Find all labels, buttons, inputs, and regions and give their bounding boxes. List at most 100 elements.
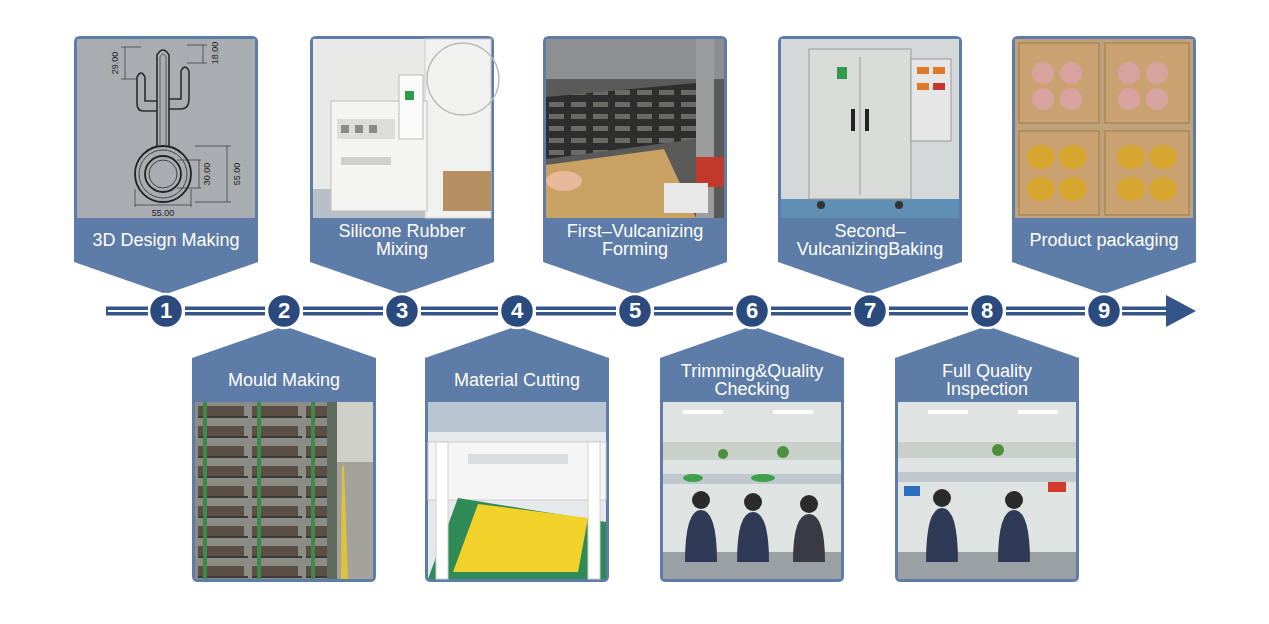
step-number-circle: 5: [616, 292, 654, 330]
label-band: 3D Design Making: [80, 218, 252, 262]
cutting-machine-photo: [428, 402, 606, 579]
card-outline: [895, 326, 1079, 582]
step-label: Full Quality Inspection: [901, 362, 1073, 398]
step-number-circle: 9: [1085, 292, 1123, 330]
timeline-connector: [536, 311, 616, 312]
number-holder: 6: [733, 292, 771, 330]
step-number-circle: 3: [383, 292, 421, 330]
packaging-photo: [1015, 39, 1193, 218]
step-number-circle: 1: [147, 292, 185, 330]
connector-stripe: [771, 310, 851, 312]
timeline-connector: [1006, 311, 1085, 312]
step-label: Second– VulcanizingBaking: [784, 222, 956, 258]
dimension-label: 29.00: [111, 52, 120, 75]
circle-outline: [267, 294, 301, 328]
label-band: Silicone Rubber Mixing: [316, 218, 488, 262]
step-number: 6: [746, 300, 758, 322]
label-band: Full Quality Inspection: [901, 358, 1073, 402]
timeline-connector: [654, 311, 733, 312]
card-outline: [778, 36, 962, 294]
connector-stripe: [303, 310, 383, 312]
oven-photo: [781, 39, 959, 218]
connector-line: [654, 307, 733, 316]
mould-shelves-photo: [195, 402, 373, 579]
connector-stripe: [421, 310, 498, 312]
dimension-label: 55.00: [233, 163, 242, 186]
connector-line: [889, 307, 968, 316]
number-holder: 8: [968, 292, 1006, 330]
step-number-circle: 8: [968, 292, 1006, 330]
label-band: Mould Making: [198, 358, 370, 402]
dimension-label: 18.00: [211, 42, 220, 65]
card-outline: [425, 326, 609, 582]
circle-outline: [385, 294, 419, 328]
step-label: 3D Design Making: [92, 231, 239, 249]
number-holder: 4: [498, 292, 536, 330]
number-holder: 1: [147, 292, 185, 330]
number-holder: 3: [383, 292, 421, 330]
connector-stripe: [536, 310, 616, 312]
timeline-connector: [185, 311, 265, 312]
step-number: 3: [396, 300, 408, 322]
card-outline: [310, 36, 494, 294]
circle-outline: [853, 294, 887, 328]
timeline-connector: [771, 311, 851, 312]
step-number: 9: [1098, 300, 1110, 322]
step-label: Trimming&Quality Checking: [666, 362, 838, 398]
number-holder: 7: [851, 292, 889, 330]
step-label: Mould Making: [228, 371, 340, 389]
timeline-start: [106, 311, 148, 312]
timeline-connector: [421, 311, 498, 312]
timeline-connector: [303, 311, 383, 312]
step-label: Product packaging: [1029, 231, 1178, 249]
step-label: Material Cutting: [454, 371, 580, 389]
label-band: First–Vulcanizing Forming: [549, 218, 721, 262]
step-number-circle: 6: [733, 292, 771, 330]
number-holder: 5: [616, 292, 654, 330]
step-number: 2: [278, 300, 290, 322]
press-photo: [546, 39, 724, 218]
trimming-workers-photo: [663, 402, 841, 579]
step-number-circle: 7: [851, 292, 889, 330]
card-outline: [660, 326, 844, 582]
connector-line: [771, 307, 851, 316]
step-label: Silicone Rubber Mixing: [316, 222, 488, 258]
circle-outline: [1087, 294, 1121, 328]
connector-stripe: [1006, 310, 1085, 312]
dimension-label: 30.00: [203, 163, 212, 186]
step-number: 1: [160, 300, 172, 322]
design-drawing: [77, 39, 255, 218]
step-number-circle: 4: [498, 292, 536, 330]
timeline-connector: [889, 311, 968, 312]
step-number: 7: [864, 300, 876, 322]
circle-outline: [618, 294, 652, 328]
card-outline: [1012, 36, 1196, 294]
inspection-workers-photo: [898, 402, 1076, 579]
card-outline: [543, 36, 727, 294]
step-number: 8: [981, 300, 993, 322]
number-holder: 9: [1085, 292, 1123, 330]
mixing-machine-photo: [313, 39, 499, 218]
connector-stripe: [185, 310, 265, 312]
label-band: Product packaging: [1018, 218, 1190, 262]
connector-stripe: [889, 310, 968, 312]
step-label: First–Vulcanizing Forming: [549, 222, 721, 258]
connector-line: [303, 307, 383, 316]
circle-outline: [500, 294, 534, 328]
connector-line: [536, 307, 616, 316]
connector-line: [185, 307, 265, 316]
connector-stripe: [654, 310, 733, 312]
connector-line: [421, 307, 498, 316]
circle-outline: [970, 294, 1004, 328]
number-holder: 2: [265, 292, 303, 330]
circle-outline: [149, 294, 183, 328]
step-number: 4: [511, 300, 523, 322]
label-band: Second– VulcanizingBaking: [784, 218, 956, 262]
card-outline: [74, 36, 258, 294]
step-number: 5: [629, 300, 641, 322]
dimension-label: 55.00: [152, 209, 175, 218]
circle-outline: [735, 294, 769, 328]
step-number-circle: 2: [265, 292, 303, 330]
label-band: Trimming&Quality Checking: [666, 358, 838, 402]
timeline-arrow: [1122, 295, 1196, 327]
